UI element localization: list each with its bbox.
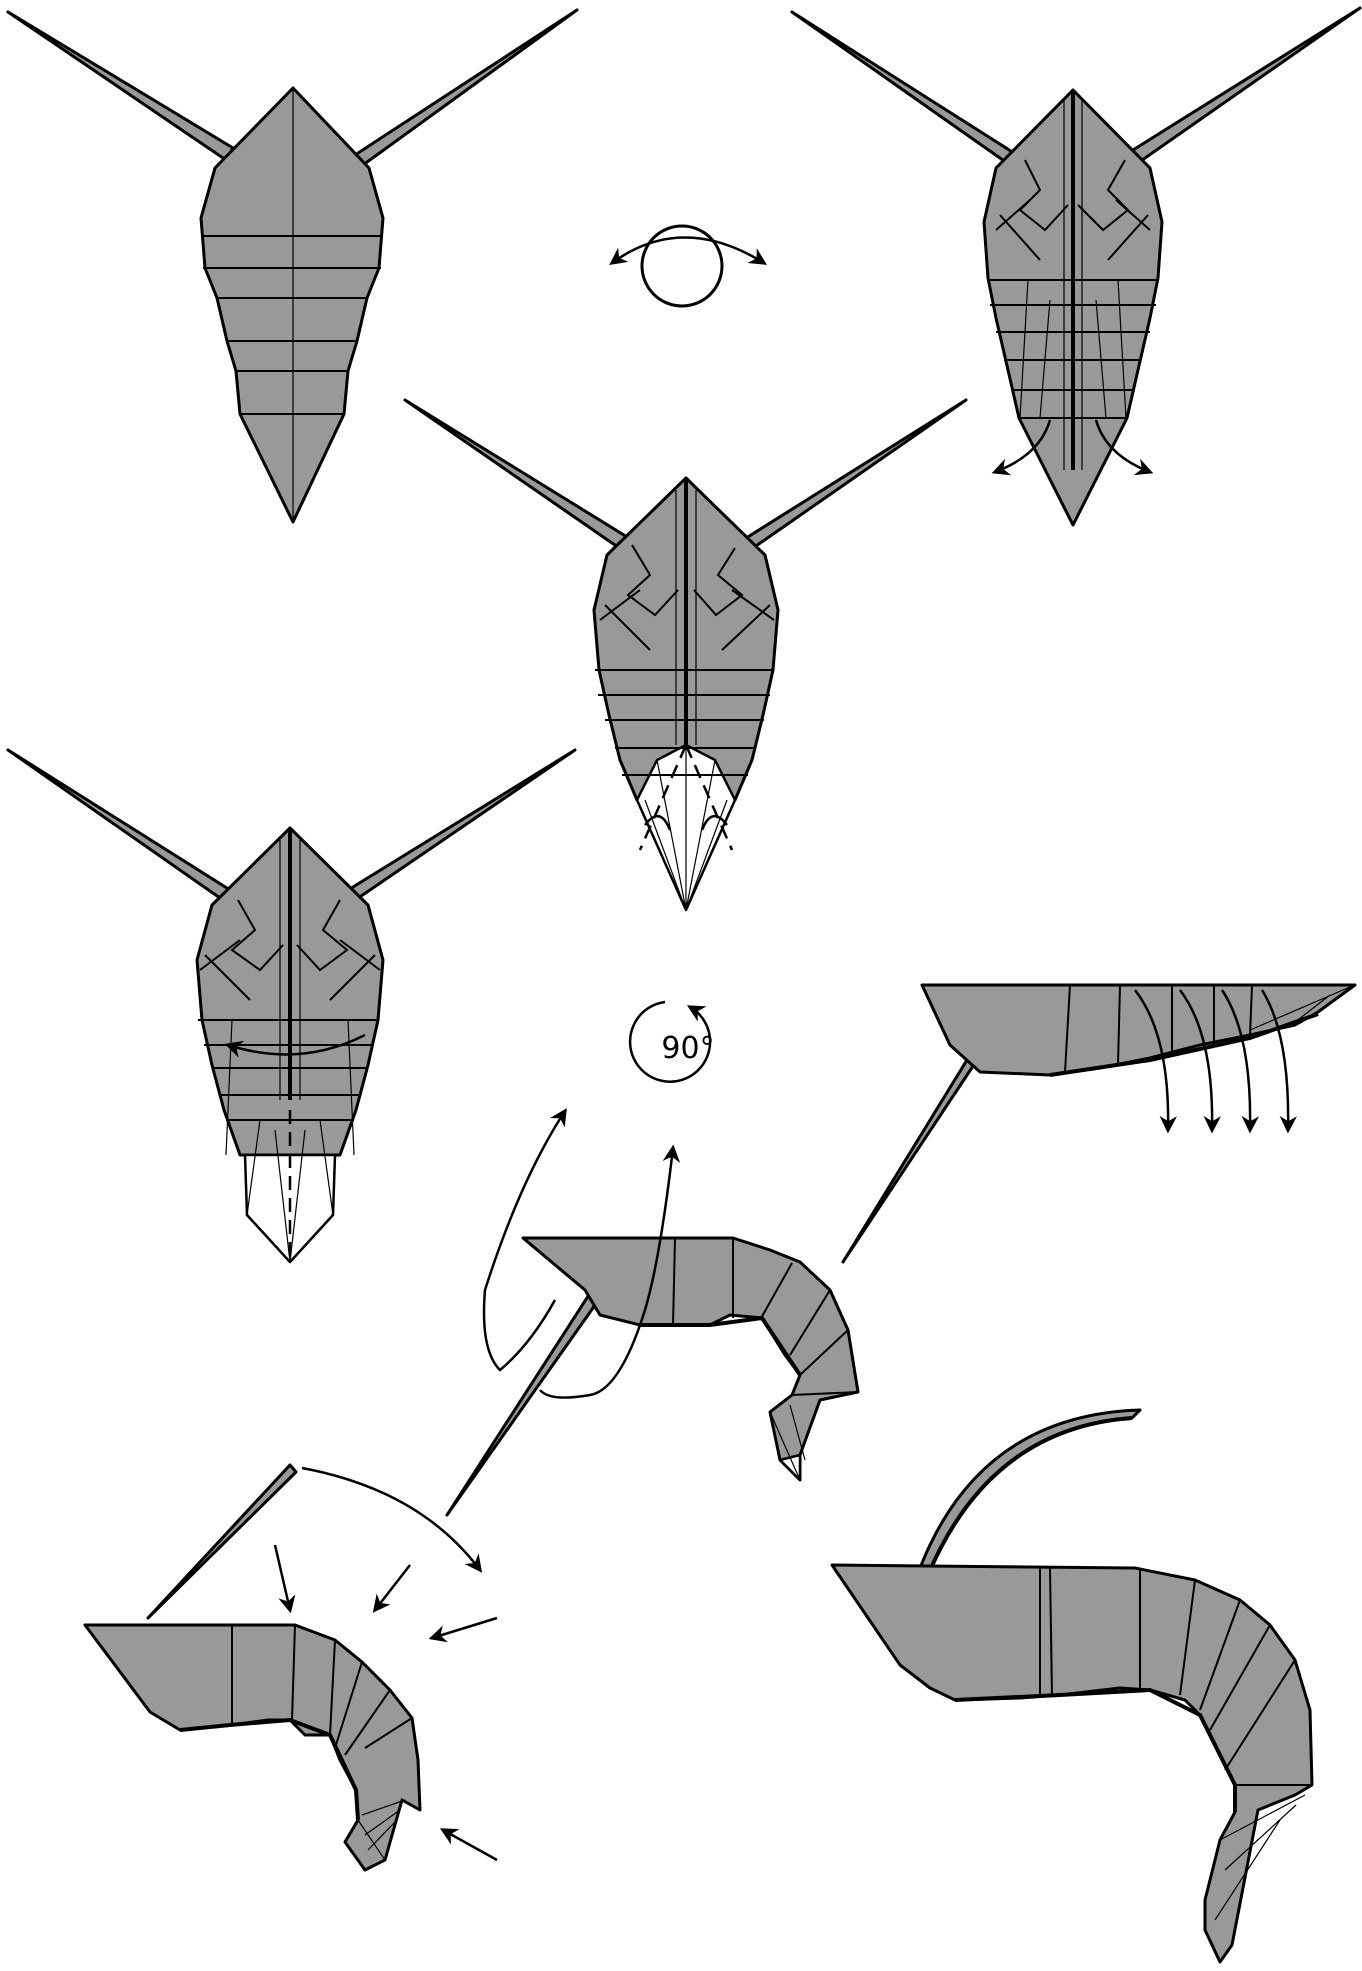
turn-over-icon — [612, 226, 764, 306]
rotate-icon: 90° — [630, 1002, 715, 1082]
step-tail-opened — [405, 400, 966, 910]
antenna-right — [355, 10, 577, 165]
shrimp-body — [201, 88, 383, 522]
step-side-view-legs — [843, 985, 1355, 1262]
step-tail-folded — [8, 750, 575, 1262]
step-shape-body — [85, 1465, 497, 1870]
antenna-left — [8, 12, 233, 160]
step-finished-shrimp — [832, 1410, 1312, 1962]
rotate-label: 90° — [661, 1031, 714, 1066]
step-turned-over — [792, 8, 1360, 525]
step-bend-body — [447, 1111, 858, 1515]
step-front-view — [8, 10, 577, 522]
